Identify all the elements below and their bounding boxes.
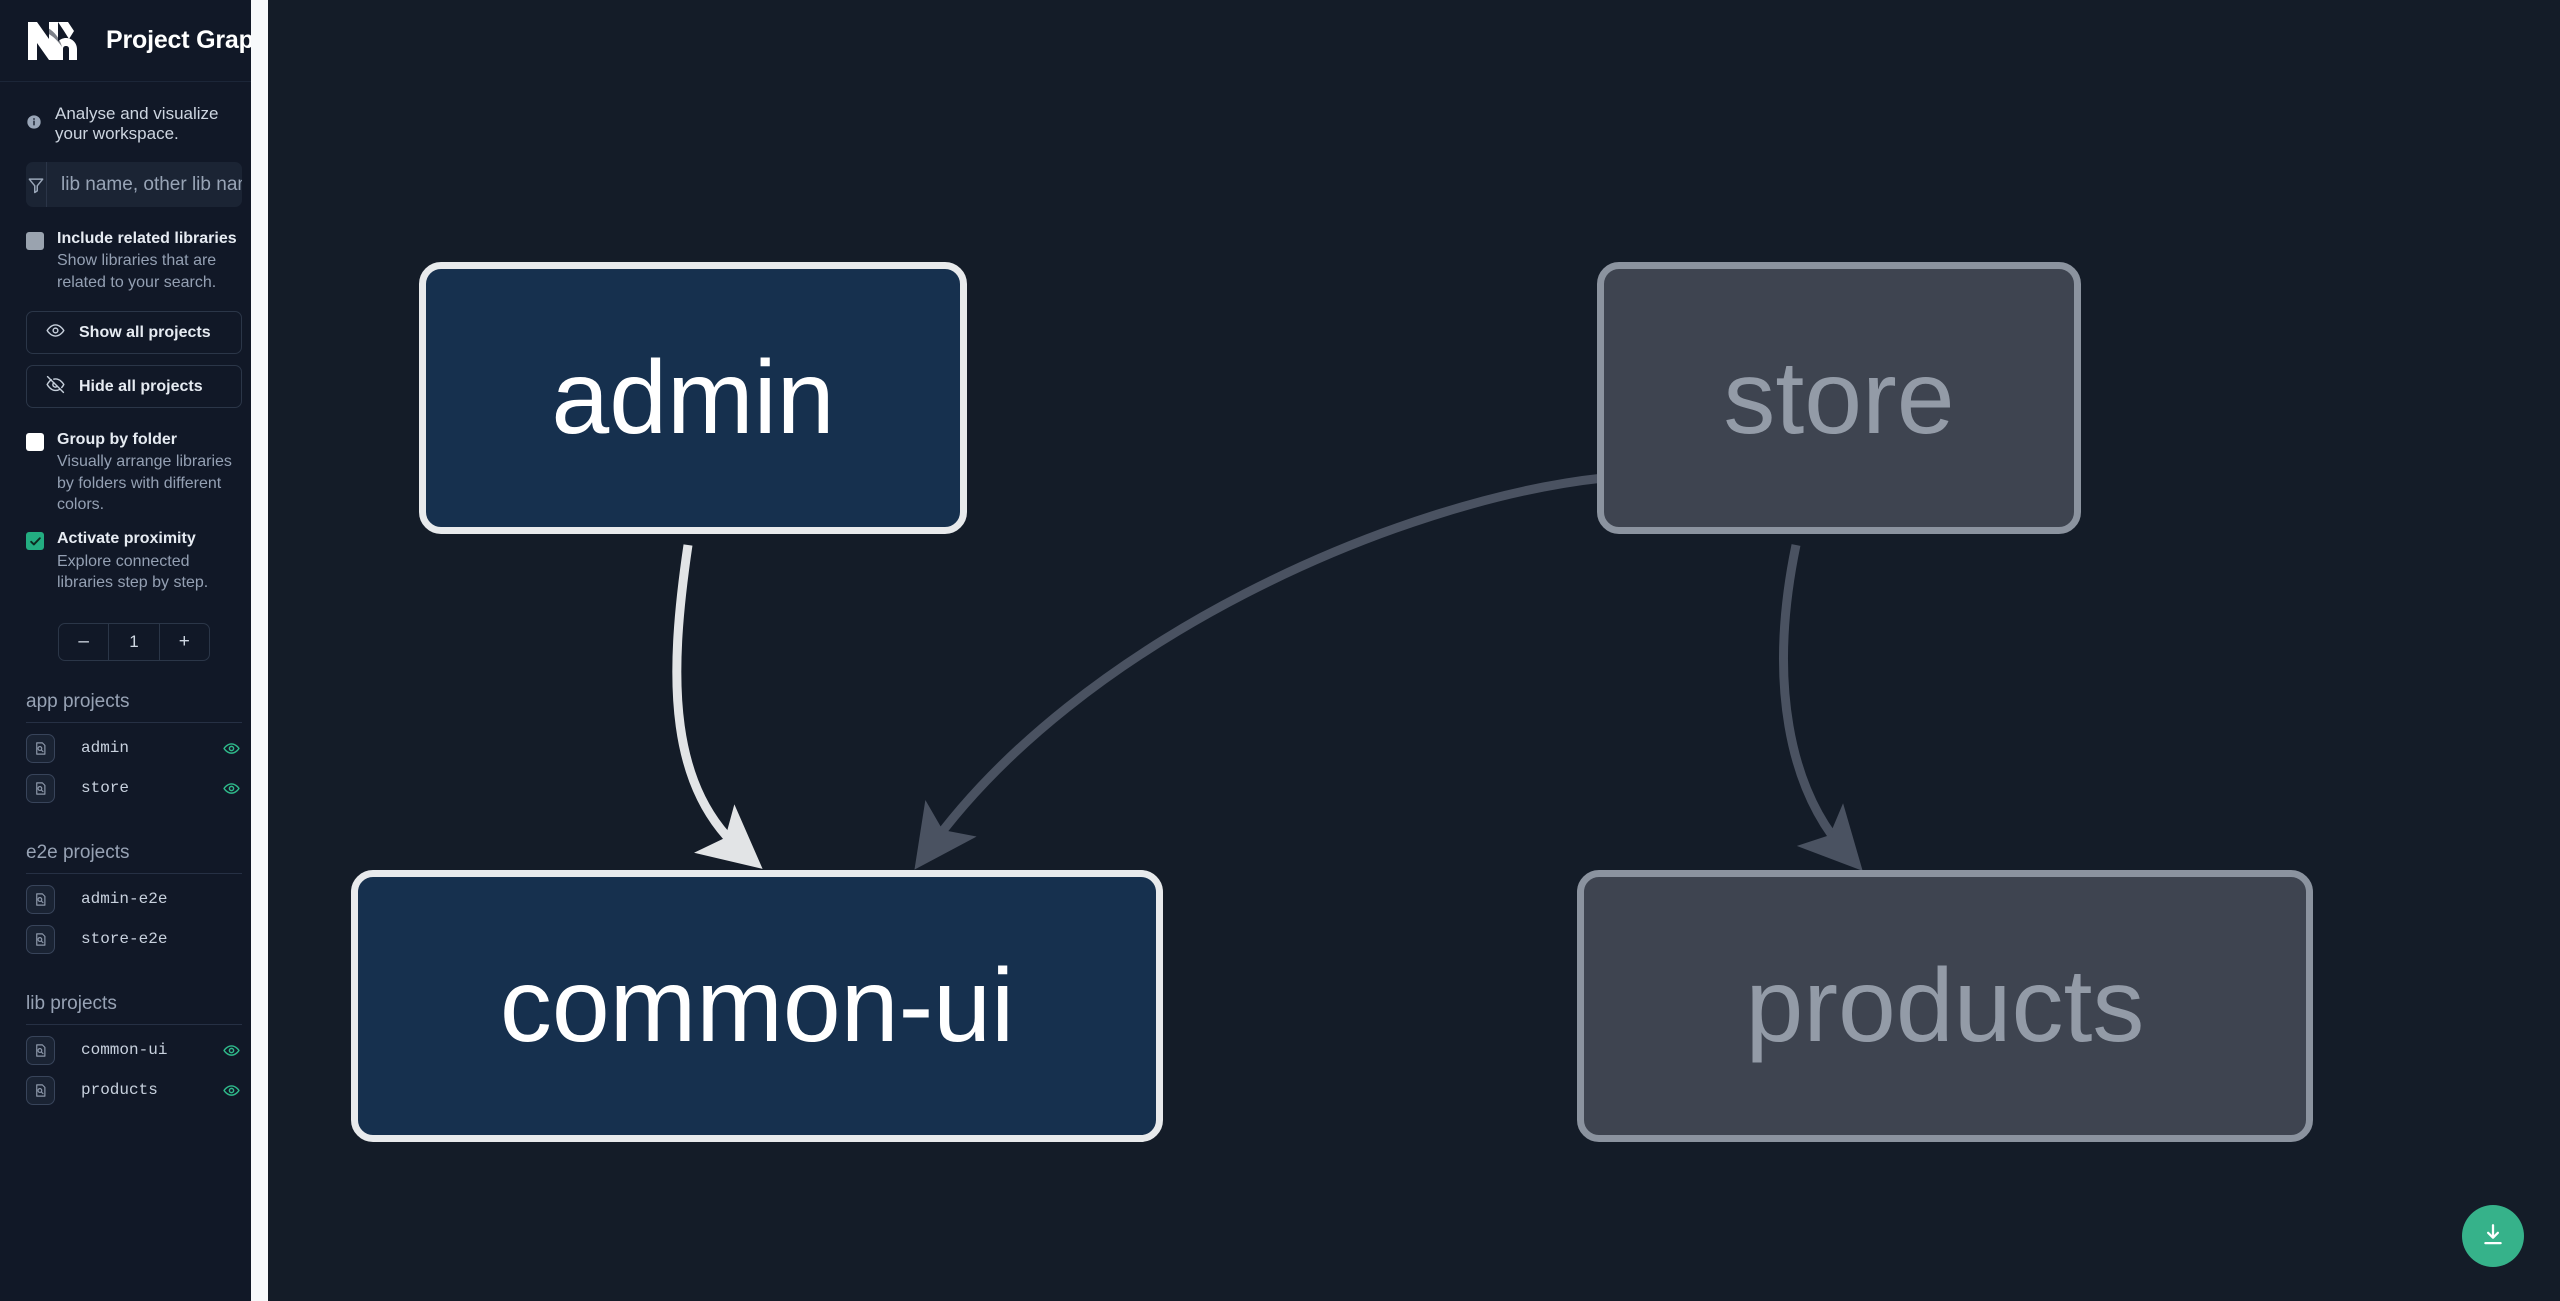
project-icon bbox=[26, 733, 55, 763]
project-row-common-ui[interactable]: common-ui bbox=[26, 1030, 242, 1070]
project-row-store-e2e[interactable]: store-e2e bbox=[26, 919, 242, 959]
project-icon bbox=[26, 924, 55, 954]
activate-proximity-option[interactable]: Activate proximity Explore connected lib… bbox=[26, 529, 242, 593]
include-related-label: Include related libraries bbox=[57, 230, 237, 247]
show-all-projects-label: Show all projects bbox=[79, 323, 211, 341]
eye-icon[interactable] bbox=[220, 740, 242, 757]
graph-node-label: store bbox=[1723, 340, 1955, 456]
page-title: Project Graph bbox=[106, 26, 268, 54]
graph-node-store[interactable]: store bbox=[1597, 262, 2081, 534]
project-row-store[interactable]: store bbox=[26, 768, 242, 808]
group-by-folder-checkbox[interactable] bbox=[26, 433, 44, 451]
download-graph-button[interactable] bbox=[2462, 1205, 2524, 1267]
hide-all-projects-label: Hide all projects bbox=[79, 377, 203, 395]
project-sections: app projects admin store e2e projects admin-… bbox=[0, 661, 268, 1110]
edge-admin-to-common-ui bbox=[672, 544, 763, 869]
group-by-folder-label: Group by folder bbox=[57, 431, 177, 448]
eye-icon[interactable] bbox=[220, 780, 242, 797]
eye-icon bbox=[46, 321, 65, 345]
graph-node-label: products bbox=[1745, 948, 2145, 1064]
project-icon bbox=[26, 773, 55, 803]
edge-store-to-products bbox=[1779, 544, 1863, 871]
project-name: admin-e2e bbox=[81, 890, 168, 909]
info-icon bbox=[26, 114, 42, 135]
project-icon bbox=[26, 884, 55, 914]
tagline-text: Analyse and visualize your workspace. bbox=[55, 104, 219, 143]
project-name: store-e2e bbox=[81, 930, 168, 949]
section-gap bbox=[26, 959, 242, 993]
graph-node-common-ui[interactable]: common-ui bbox=[351, 870, 1163, 1142]
project-name: store bbox=[81, 779, 130, 798]
section-title-app-projects: app projects bbox=[26, 691, 242, 724]
graph-node-products[interactable]: products bbox=[1577, 870, 2313, 1142]
project-icon bbox=[26, 1075, 55, 1105]
project-name: common-ui bbox=[81, 1041, 168, 1060]
section-title-e2e-projects: e2e projects bbox=[26, 842, 242, 875]
search-box[interactable] bbox=[26, 162, 242, 207]
visibility-buttons: Show all projects Hide all projects bbox=[0, 293, 268, 408]
show-all-projects-button[interactable]: Show all projects bbox=[26, 311, 242, 354]
group-by-folder-description: Visually arrange libraries by folders wi… bbox=[57, 453, 232, 513]
graph-node-admin[interactable]: admin bbox=[419, 262, 967, 534]
graph-edges bbox=[672, 473, 1863, 871]
activate-proximity-label: Activate proximity bbox=[57, 530, 196, 548]
search-row bbox=[0, 162, 268, 207]
proximity-value: 1 bbox=[108, 624, 160, 661]
include-related-option[interactable]: Include related libraries Show libraries… bbox=[0, 207, 268, 293]
project-row-admin[interactable]: admin bbox=[26, 728, 242, 768]
graph-options: Group by folder Visually arrange librari… bbox=[0, 408, 268, 662]
filter-icon[interactable] bbox=[26, 162, 47, 207]
group-by-folder-option[interactable]: Group by folder Visually arrange librari… bbox=[26, 430, 242, 515]
project-icon bbox=[26, 1035, 55, 1065]
project-name: products bbox=[81, 1081, 158, 1100]
eye-off-icon bbox=[46, 375, 65, 399]
sidebar-header: Project Graph bbox=[0, 0, 268, 82]
search-input[interactable] bbox=[47, 162, 242, 207]
sidebar: Project Graph Analyse and visualize your… bbox=[0, 0, 268, 1301]
activate-proximity-description: Explore connected libraries step by step… bbox=[57, 552, 209, 591]
sidebar-scrollbar[interactable] bbox=[251, 0, 268, 1301]
section-title-lib-projects: lib projects bbox=[26, 993, 242, 1026]
proximity-stepper[interactable]: – 1 + bbox=[58, 623, 210, 662]
sidebar-tagline: Analyse and visualize your workspace. bbox=[0, 82, 268, 162]
include-related-description: Show libraries that are related to your … bbox=[57, 252, 217, 291]
eye-icon[interactable] bbox=[220, 1042, 242, 1059]
eye-icon[interactable] bbox=[220, 1082, 242, 1099]
graph-node-label: common-ui bbox=[499, 948, 1015, 1064]
graph-canvas[interactable]: admin store common-ui products bbox=[268, 0, 2560, 1301]
project-row-products[interactable]: products bbox=[26, 1070, 242, 1110]
proximity-increment-button[interactable]: + bbox=[178, 631, 190, 653]
activate-proximity-checkbox[interactable] bbox=[26, 532, 44, 551]
hide-all-projects-button[interactable]: Hide all projects bbox=[26, 365, 242, 408]
download-icon bbox=[2480, 1222, 2506, 1251]
section-gap bbox=[26, 808, 242, 842]
nx-logo-icon bbox=[26, 18, 82, 64]
project-row-admin-e2e[interactable]: admin-e2e bbox=[26, 879, 242, 919]
project-name: admin bbox=[81, 739, 130, 758]
include-related-checkbox[interactable] bbox=[26, 232, 44, 250]
edge-store-to-common-ui bbox=[914, 473, 1604, 870]
proximity-decrement-button[interactable]: – bbox=[78, 631, 89, 653]
graph-node-label: admin bbox=[551, 340, 835, 456]
